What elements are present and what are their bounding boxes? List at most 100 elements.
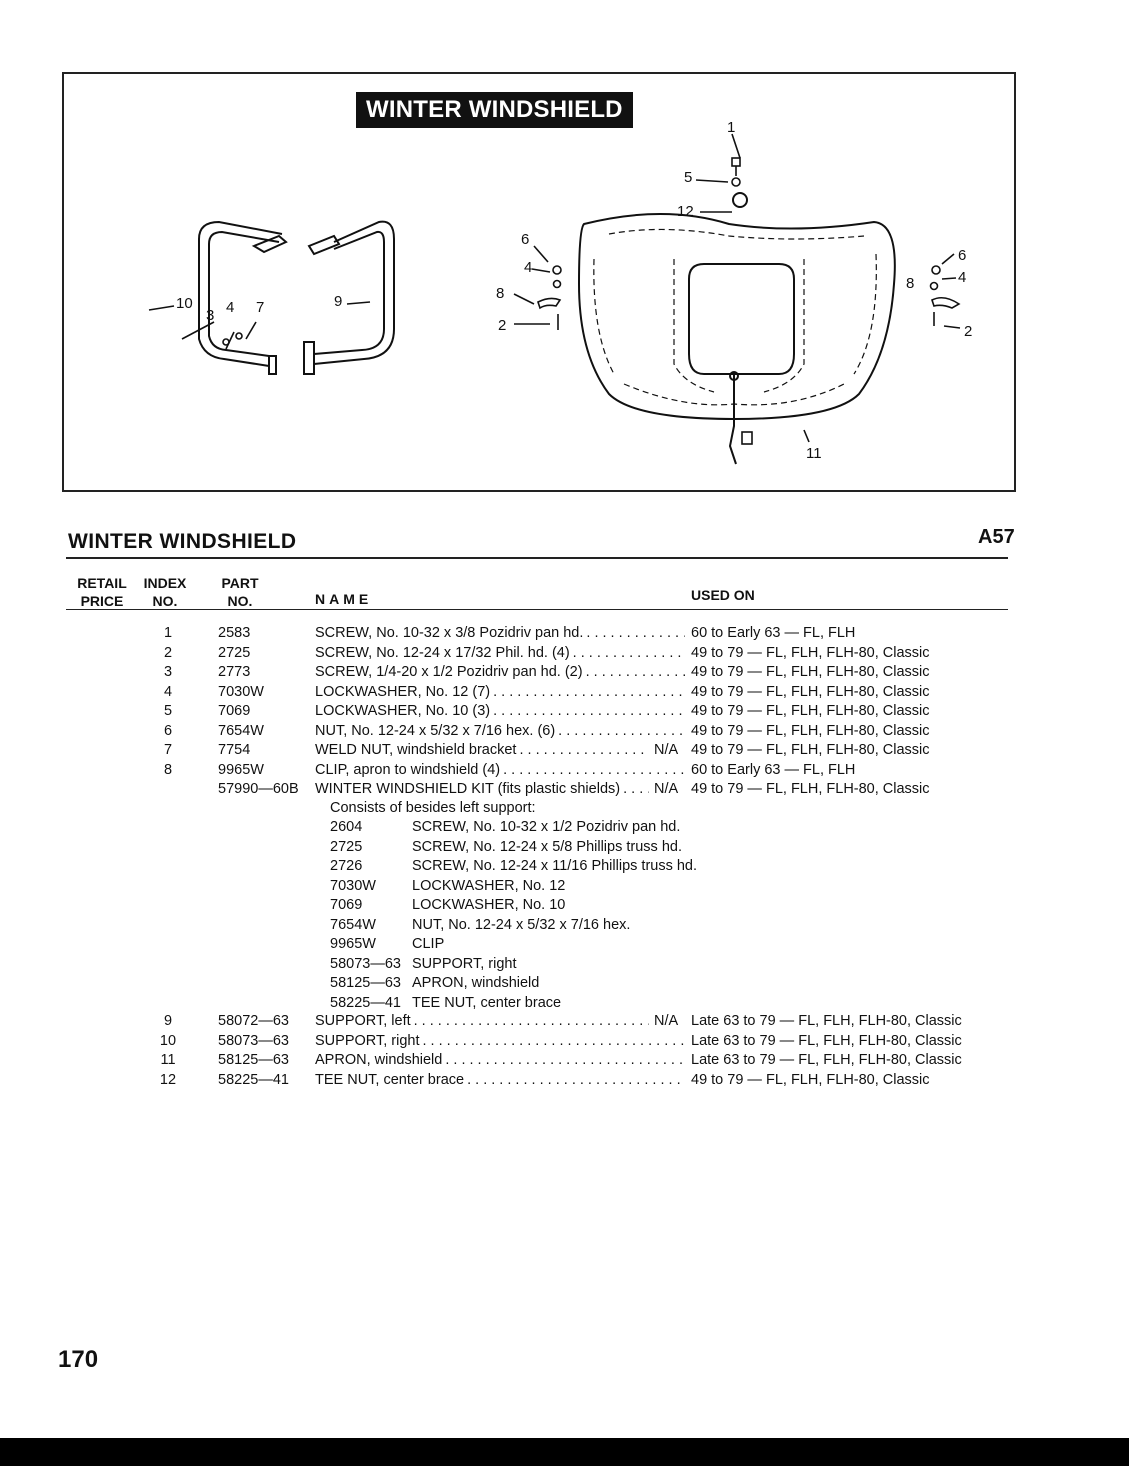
kit-item-desc: SCREW, No. 12-24 x 11/16 Phillips truss …: [412, 858, 698, 874]
parts-diagram: WINTER WINDSHIELD: [62, 72, 1016, 492]
header-used-on: USED ON: [691, 587, 755, 603]
part-cell: 58072—63: [218, 1013, 289, 1029]
kit-item-part: 7069: [330, 897, 363, 913]
index-cell: 8: [163, 761, 173, 778]
parts-list: 1 2583 SCREW, No. 10-32 x 3/8 Pozidriv p…: [0, 624, 1129, 800]
name-text: NUT, No. 12-24 x 5/32 x 7/16 hex. (6): [315, 722, 559, 739]
name-text: TEE NUT, center brace: [315, 1071, 468, 1088]
name-text: SCREW, No. 10-32 x 3/8 Pozidriv pan hd.: [315, 625, 587, 641]
callout-6-right: 6: [958, 247, 966, 264]
header-index-line1: INDEX: [143, 575, 187, 591]
used-on-cell: Late 63 to 79 — FL, FLH, FLH-80, Classic: [691, 1052, 962, 1068]
name-cell: LOCKWASHER, No. 12 (7). . . . . . . . . …: [315, 683, 685, 700]
index-cell: 3: [163, 664, 173, 680]
exploded-view-drawing: 1 5 12 6 4 8 2 10 3 4 7 9 6 8 4 2 11: [148, 119, 972, 465]
part-cell: 58073—63: [218, 1032, 289, 1049]
callout-3: 3: [206, 307, 214, 324]
name-cell: NUT, No. 12-24 x 5/32 x 7/16 hex. (6). .…: [315, 722, 685, 739]
part-cell: 7030W: [218, 683, 264, 700]
scan-bottom-bar: [0, 1438, 1129, 1466]
table-row: 1 2583 SCREW, No. 10-32 x 3/8 Pozidriv p…: [0, 624, 1129, 644]
index-cell: 7: [163, 742, 173, 758]
kit-item-desc: LOCKWASHER, No. 12: [412, 878, 566, 894]
kit-item-desc: SUPPORT, right: [412, 956, 517, 972]
callout-6-left: 6: [521, 231, 529, 248]
used-on-cell: 49 to 79 — FL, FLH, FLH-80, Classic: [691, 742, 930, 758]
table-row: 10 58073—63 SUPPORT, right. . . . . . . …: [0, 1032, 1129, 1052]
table-row: 8 9965W CLIP, apron to windshield (4). .…: [0, 761, 1129, 781]
kit-item-part: 2726: [330, 858, 363, 874]
name-text: SCREW, 1/4-20 x 1/2 Pozidriv pan hd. (2): [315, 664, 586, 680]
header-retail-line1: RETAIL: [77, 575, 127, 591]
table-row: 4 7030W LOCKWASHER, No. 12 (7). . . . . …: [0, 683, 1129, 703]
index-cell: 2: [163, 644, 173, 661]
name-cell: WINTER WINDSHIELD KIT (fits plastic shie…: [315, 781, 649, 797]
header-name: NAME: [315, 591, 373, 607]
name-text: WINTER WINDSHIELD KIT (fits plastic shie…: [315, 781, 624, 797]
part-cell: 9965W: [218, 761, 264, 778]
callout-1: 1: [727, 119, 735, 136]
kit-item-part: 58073—63: [330, 956, 401, 972]
callout-4-support: 4: [226, 299, 234, 316]
kit-item-desc: SCREW, No. 10-32 x 1/2 Pozidriv pan hd.: [412, 819, 681, 835]
header-part-line1: PART: [221, 575, 259, 591]
table-row: 2 2725 SCREW, No. 12-24 x 17/32 Phil. hd…: [0, 644, 1129, 664]
index-cell: 11: [160, 1052, 176, 1068]
used-on-cell: Late 63 to 79 — FL, FLH, FLH-80, Classic: [691, 1013, 962, 1029]
part-cell: 58125—63: [218, 1052, 289, 1068]
page-number: 170: [58, 1346, 99, 1373]
used-on-cell: 49 to 79 — FL, FLH, FLH-80, Classic: [691, 644, 930, 661]
name-cell: WELD NUT, windshield bracket. . . . . . …: [315, 742, 649, 758]
section-rule: [66, 557, 1008, 559]
part-cell: 2583: [218, 625, 251, 641]
callout-5: 5: [684, 169, 692, 186]
table-row: 9 58072—63 SUPPORT, left. . . . . . . . …: [0, 1012, 1129, 1032]
kit-item-part: 2604: [330, 819, 363, 835]
used-on-cell: 49 to 79 — FL, FLH, FLH-80, Classic: [691, 683, 930, 700]
section-code: A57: [978, 526, 1015, 548]
name-cell: SUPPORT, right. . . . . . . . . . . . . …: [315, 1032, 685, 1049]
name-text: SUPPORT, left: [315, 1013, 414, 1029]
name-text: SCREW, No. 12-24 x 17/32 Phil. hd. (4): [315, 644, 573, 661]
header-retail-price: RETAIL PRICE: [74, 574, 130, 610]
kit-consists-label: Consists of besides left support:: [330, 800, 536, 816]
header-no-line2: NO.: [152, 593, 178, 609]
index-cell: 5: [163, 703, 173, 719]
callout-9: 9: [334, 293, 342, 310]
index-cell: 1: [163, 625, 173, 641]
table-row: 3 2773 SCREW, 1/4-20 x 1/2 Pozidriv pan …: [0, 663, 1129, 683]
na-cell: N/A: [654, 781, 679, 797]
header-rule: [66, 609, 1008, 610]
name-text: LOCKWASHER, No. 12 (7): [315, 683, 494, 700]
callout-8-left: 8: [496, 285, 504, 302]
header-part-no-line2: NO.: [227, 593, 253, 609]
header-index-no: INDEX NO.: [138, 574, 192, 610]
name-cell: LOCKWASHER, No. 10 (3). . . . . . . . . …: [315, 703, 685, 719]
used-on-cell: 49 to 79 — FL, FLH, FLH-80, Classic: [691, 1071, 930, 1088]
callout-4-left: 4: [524, 259, 532, 276]
kit-item-part: 2725: [330, 839, 363, 855]
parts-list-continued: 9 58072—63 SUPPORT, left. . . . . . . . …: [0, 1012, 1129, 1090]
name-text: APRON, windshield: [315, 1052, 446, 1068]
table-row: 11 58125—63 APRON, windshield. . . . . .…: [0, 1051, 1129, 1071]
table-row: 7 7754 WELD NUT, windshield bracket. . .…: [0, 741, 1129, 761]
table-row: 6 7654W NUT, No. 12-24 x 5/32 x 7/16 hex…: [0, 722, 1129, 742]
used-on-cell: 60 to Early 63 — FL, FLH: [691, 761, 856, 778]
name-cell: APRON, windshield. . . . . . . . . . . .…: [315, 1052, 685, 1068]
part-cell: 7069: [218, 703, 251, 719]
name-cell: SUPPORT, left. . . . . . . . . . . . . .…: [315, 1013, 649, 1029]
used-on-cell: 49 to 79 — FL, FLH, FLH-80, Classic: [691, 703, 930, 719]
section-title: WINTER WINDSHIELD: [68, 530, 297, 553]
table-row: 12 58225—41 TEE NUT, center brace. . . .…: [0, 1071, 1129, 1091]
kit-item-part: 7030W: [330, 878, 376, 894]
kit-item-desc: APRON, windshield: [412, 975, 540, 991]
na-cell: N/A: [654, 1013, 679, 1029]
callout-11: 11: [806, 445, 822, 462]
part-cell: 58225—41: [218, 1071, 289, 1088]
index-cell: 10: [159, 1032, 177, 1049]
name-text: CLIP, apron to windshield (4): [315, 761, 504, 778]
part-cell: 57990—60B: [218, 781, 299, 797]
callout-10: 10: [176, 295, 193, 312]
used-on-cell: 49 to 79 — FL, FLH, FLH-80, Classic: [691, 722, 930, 739]
part-cell: 7654W: [218, 722, 264, 739]
